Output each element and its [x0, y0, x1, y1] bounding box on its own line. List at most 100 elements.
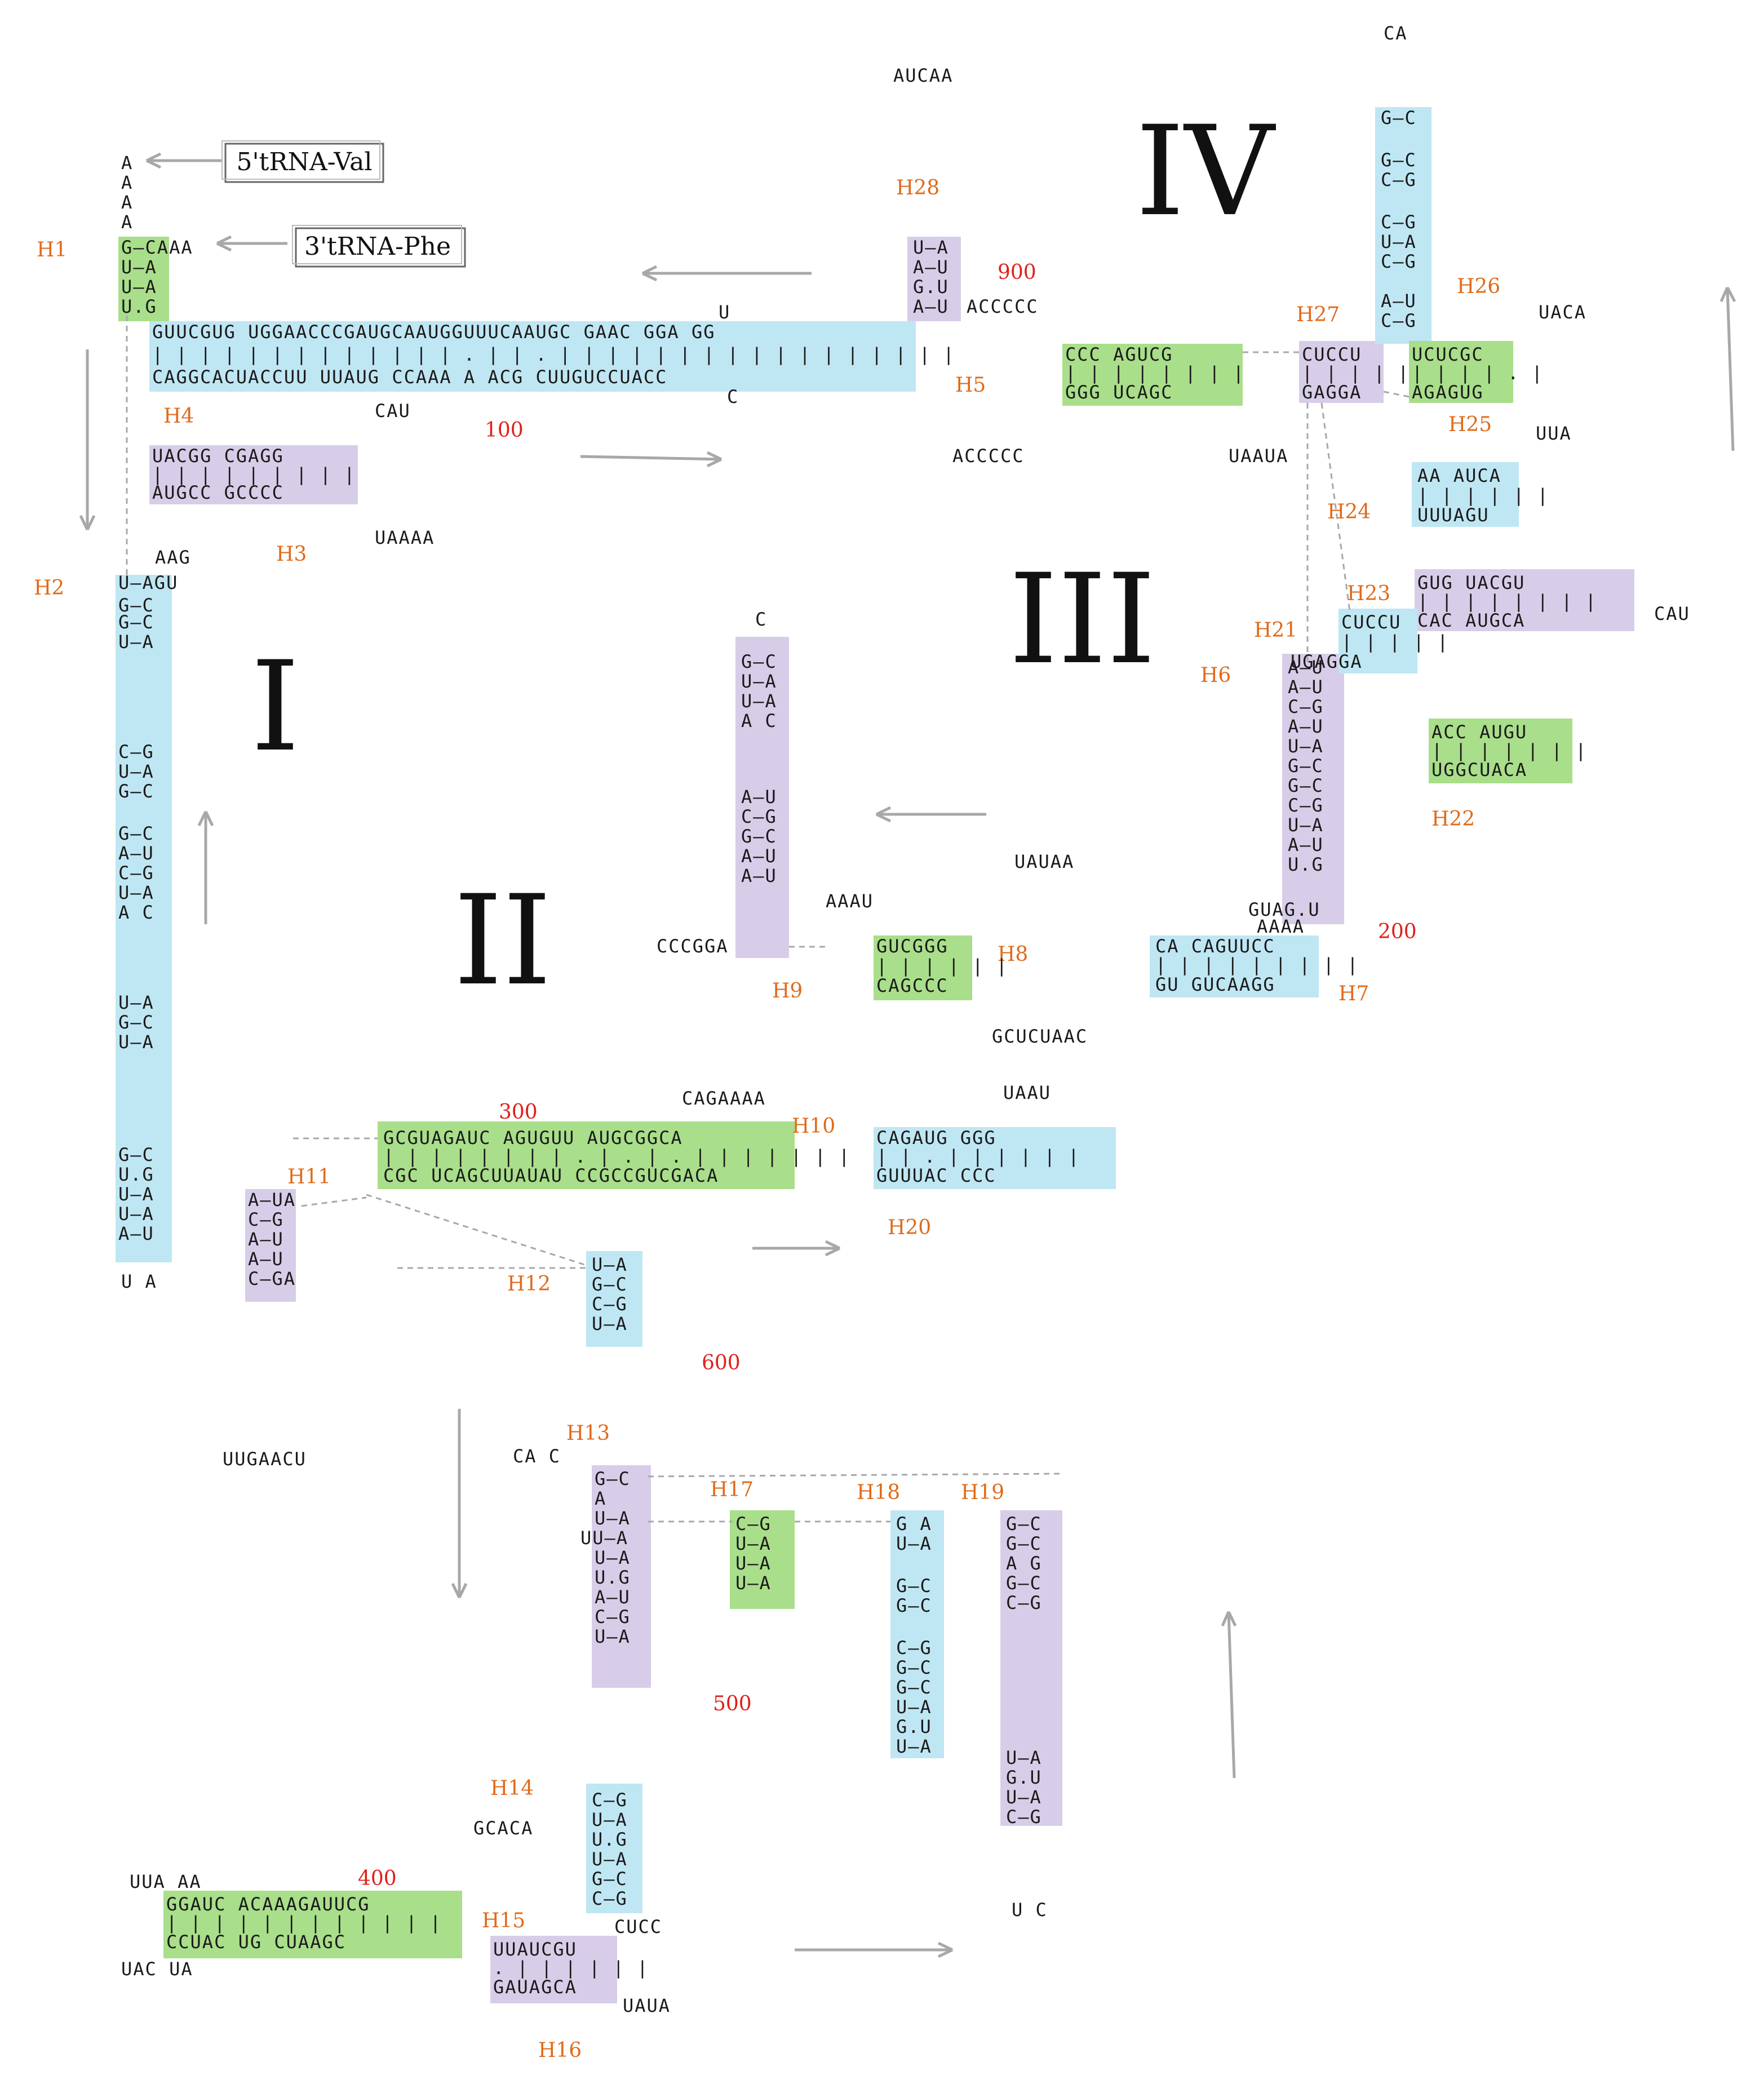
h28-side-bot: GGG UCAGC: [1065, 382, 1173, 403]
h15-loop-bot: UAC UA: [121, 1958, 193, 1980]
h14-p5: G—C: [592, 1868, 628, 1890]
h16-highlight: [490, 1936, 617, 2003]
label-H19: H19: [961, 1481, 1004, 1504]
svg-text:5'tRNA-Val: 5'tRNA-Val: [237, 148, 373, 176]
label-H13: H13: [566, 1422, 610, 1445]
h28-side-highlight: [1062, 344, 1243, 406]
h1-a1: A: [121, 152, 133, 174]
label-H15: H15: [482, 1909, 525, 1932]
h17-highlight: [730, 1510, 795, 1609]
h11-p5: C—GA: [248, 1268, 296, 1289]
label-H14: H14: [490, 1777, 534, 1800]
label-H27: H27: [1296, 303, 1340, 326]
h10-top: GCGUAGAUC AGUGUU AUGCGGCA: [383, 1127, 683, 1149]
h8-top: GUCGGG: [876, 935, 949, 957]
h2-p17: U.G: [118, 1164, 154, 1185]
h18-p3: G—C: [896, 1575, 932, 1597]
label-H10: H10: [792, 1115, 835, 1138]
h6-p5: U—A: [1288, 735, 1324, 757]
h8-highlight: [874, 935, 972, 1000]
pos-100: 100: [485, 419, 524, 442]
h28-uaaua: UAAUA: [1229, 445, 1288, 467]
h10-marks: | | | | | | | | . | . | . | | | | | | |: [383, 1146, 850, 1167]
h9-p2: U—A: [741, 671, 777, 692]
h9-p8: A—U: [741, 845, 777, 867]
pos-200: 200: [1378, 920, 1417, 943]
h2-p3: G—C: [118, 611, 154, 633]
h27-highlight: [1299, 341, 1384, 403]
h26-p2: G—C: [1381, 149, 1417, 171]
svg-text:3'tRNA-Phe: 3'tRNA-Phe: [304, 232, 451, 261]
helix-labels: H1 H2 H3 H4 H5 H6 H7 H8 H9 H10 H11 H12 H…: [34, 176, 1500, 2062]
h24-top: AA AUCA: [1417, 465, 1501, 486]
h7-side: GUAG.U: [1248, 899, 1320, 920]
h6-p3: C—G: [1288, 696, 1324, 717]
h6-p7: G—C: [1288, 775, 1324, 796]
h22-bot: UGGCUACA: [1431, 759, 1527, 781]
h13-p7: A—U: [595, 1586, 631, 1608]
h1-pair-2: U—A: [121, 256, 157, 278]
h10-ext: CAGAAAA: [682, 1088, 766, 1109]
h13-p8: C—G: [595, 1606, 631, 1628]
h16-top: UUAUCGU: [493, 1939, 577, 1960]
h2-p1: U—AGU: [118, 572, 178, 593]
label-H2: H2: [34, 577, 64, 600]
h19-p7: G.U: [1006, 1767, 1042, 1788]
h2-top: AAG: [155, 547, 191, 568]
h7-marks: | | | | | | | | |: [1155, 954, 1359, 975]
h11-p3: A—U: [248, 1229, 284, 1250]
label-H1: H1: [37, 238, 67, 261]
h23-top: CUCCU: [1341, 611, 1401, 633]
h5-bulge-c: C: [727, 386, 739, 407]
h11-p1: A—UA: [248, 1189, 296, 1210]
h6-side-aaaa: AAAA: [1257, 916, 1305, 937]
label-H21: H21: [1254, 619, 1297, 642]
h20-highlight: [874, 1127, 1116, 1189]
h1-pair-3: U—A: [121, 276, 157, 298]
h19-p8: U—A: [1006, 1786, 1042, 1808]
h6-p9: U—A: [1288, 814, 1324, 836]
h2-highlight: [116, 575, 172, 1262]
h3-loop-bot: UAAAA: [375, 527, 435, 548]
h26-p1: G—C: [1381, 107, 1417, 128]
h5-bottom-strand: CAGGCACUACCUU UUAUG CCAAA A ACG CUUGUCCU…: [152, 366, 667, 388]
h18-p1: G A: [896, 1513, 932, 1535]
h15-loop-top: UUA AA: [130, 1871, 202, 1892]
h1-a3: A: [121, 192, 133, 213]
pos-900: 900: [998, 261, 1036, 284]
h26-p7: A—U: [1381, 290, 1417, 312]
h28-side-top: CCC AGUCG: [1065, 344, 1173, 365]
h7-bottom: GU GUCAAGG: [1155, 974, 1275, 995]
h3-loop-top: CAU: [375, 400, 411, 422]
h15-bottom: CCUAC UG CUAAGC: [166, 1931, 346, 1953]
label-H16: H16: [538, 2039, 582, 2062]
h14-loop: GCACA: [473, 1817, 533, 1839]
h6-p2: A—U: [1288, 676, 1324, 698]
h9-loop: C: [755, 609, 767, 630]
h20-top: CAGAUG GGG: [876, 1127, 996, 1149]
h18-highlight: [890, 1510, 944, 1758]
h9-highlight: [735, 637, 789, 958]
h14-p3: U.G: [592, 1829, 628, 1850]
h2-p9: A—U: [118, 842, 154, 864]
h9-p7: G—C: [741, 826, 777, 847]
h13-highlight: [592, 1465, 651, 1688]
h20-loop2: UAAU: [1003, 1082, 1051, 1103]
h13-p4: UU—A: [580, 1527, 628, 1549]
label-H4: H4: [163, 405, 194, 428]
h2-p4: U—A: [118, 631, 154, 653]
label-H26: H26: [1457, 275, 1500, 298]
label-H24: H24: [1327, 500, 1371, 524]
h26-loop: CA: [1384, 23, 1408, 44]
label-H17: H17: [710, 1478, 754, 1501]
label-H11: H11: [287, 1165, 331, 1189]
h13-side: CA C: [513, 1445, 561, 1467]
h2-p18: U—A: [118, 1183, 154, 1205]
h2-loop: U A: [121, 1271, 157, 1292]
h28-p4: A—U: [913, 296, 949, 317]
h28-side-loop: ACCCCC: [952, 445, 1025, 467]
h2-p14: G—C: [118, 1012, 154, 1033]
label-H3: H3: [276, 543, 307, 566]
h7-top: CA CAGUUCC: [1155, 935, 1275, 957]
h1-a4: A: [121, 211, 133, 233]
